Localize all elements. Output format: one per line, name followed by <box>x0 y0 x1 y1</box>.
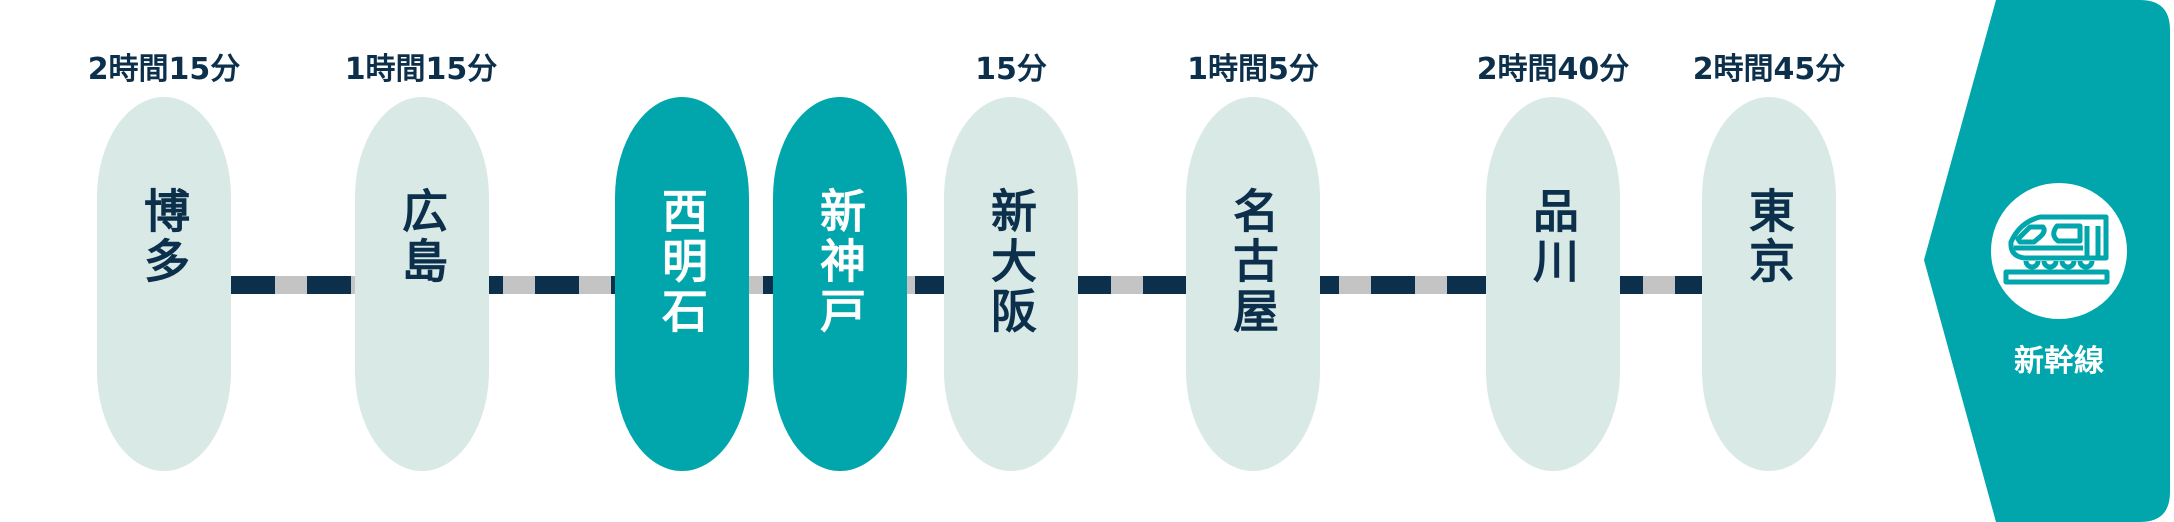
station-hiroshima[interactable]: 広島 <box>355 97 489 471</box>
line-label: 新幹線 <box>2014 344 2104 379</box>
time-label: 1時間15分 <box>344 52 498 87</box>
station-nagoya[interactable]: 名古屋 <box>1186 97 1320 471</box>
station-name: 新大阪 <box>984 187 1038 337</box>
station-name: 西明石 <box>655 187 709 337</box>
station-name: 名古屋 <box>1226 187 1280 337</box>
time-label: 2時間45分 <box>1692 52 1846 87</box>
station-shinagawa[interactable]: 品川 <box>1486 97 1620 471</box>
station-name: 品川 <box>1526 187 1580 287</box>
station-nishi-akashi[interactable]: 西明石 <box>615 97 749 471</box>
station-name: 広島 <box>395 187 449 287</box>
time-label: 1時間5分 <box>1187 52 1319 87</box>
station-tokyo[interactable]: 東京 <box>1702 97 1836 471</box>
station-shin-osaka[interactable]: 新大阪 <box>944 97 1078 471</box>
station-name: 東京 <box>1742 187 1796 287</box>
time-label: 2時間40分 <box>1476 52 1630 87</box>
station-shin-kobe[interactable]: 新神戸 <box>773 97 907 471</box>
time-label: 2時間15分 <box>87 52 241 87</box>
station-hakata[interactable]: 博多 <box>97 97 231 471</box>
time-label: 15分 <box>975 52 1047 87</box>
train-icon-circle <box>1991 183 2127 319</box>
station-name: 博多 <box>137 187 191 287</box>
station-name: 新神戸 <box>813 187 867 337</box>
